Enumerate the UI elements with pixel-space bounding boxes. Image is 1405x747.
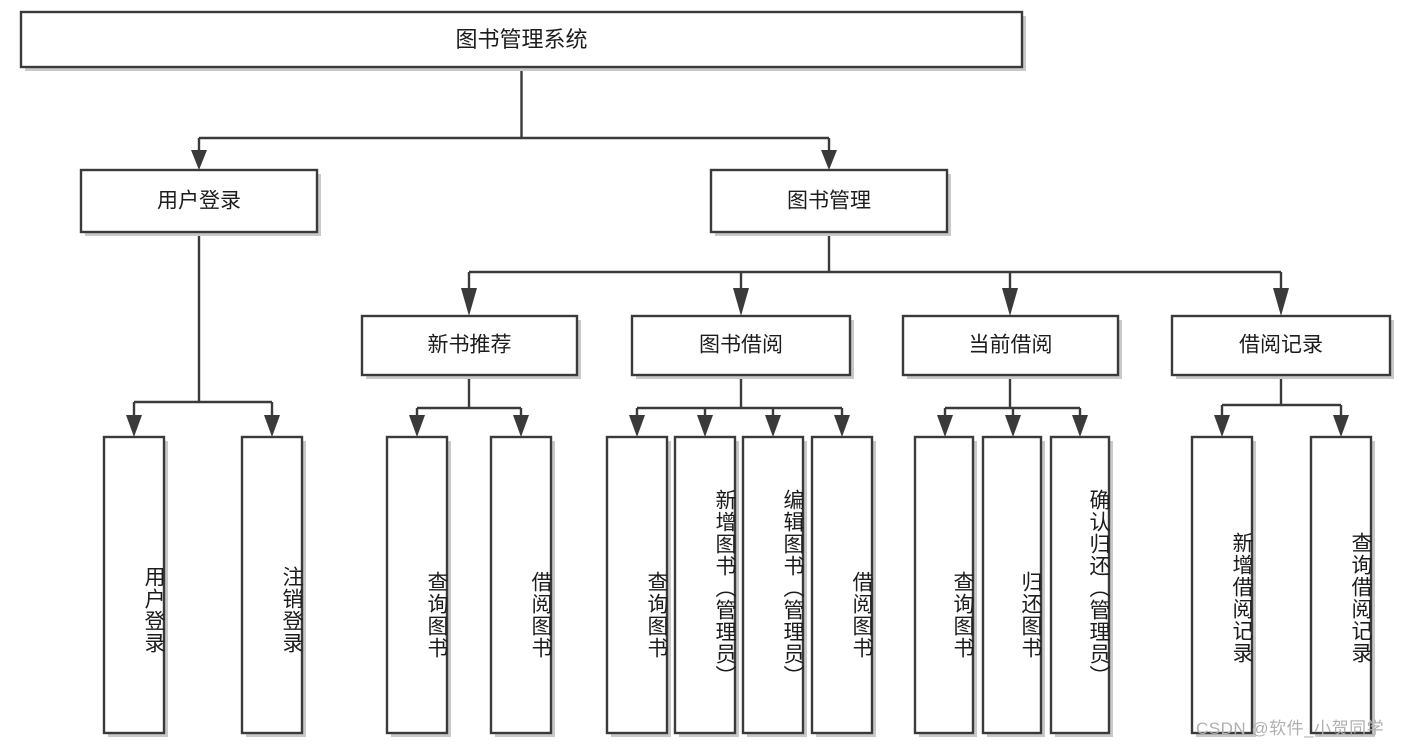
connector-group-book-borrow [629, 375, 850, 437]
connector-group-current-borrow [937, 375, 1088, 437]
node-leaf-bb-borrow[interactable] [810, 435, 876, 737]
node-leaf-cb-query-rect[interactable] [913, 435, 975, 735]
node-leaf-nb-query-rect[interactable] [385, 435, 449, 735]
node-book-manage-label: 图书管理 [787, 190, 871, 213]
node-leaf-cb-query[interactable] [913, 435, 977, 737]
node-leaf-cb-return[interactable] [981, 435, 1045, 737]
arrow-head-book-manage [821, 150, 837, 170]
node-book-borrow-label: 图书借阅 [699, 334, 783, 357]
node-leaf-bb-edit-rect[interactable] [741, 435, 805, 735]
node-leaf-nb-borrow[interactable] [489, 435, 555, 737]
node-user-login-rect[interactable] [79, 168, 319, 234]
node-book-borrow-rect[interactable] [630, 314, 852, 377]
node-leaf-bb-add[interactable] [673, 435, 739, 737]
node-root-rect[interactable] [19, 10, 1024, 69]
node-leaf-bb-add-rect[interactable] [673, 435, 737, 735]
node-book-borrow[interactable]: 图书借阅 [630, 314, 854, 379]
node-root[interactable]: 图书管理系统 [19, 10, 1026, 71]
connector-group-root [191, 67, 837, 170]
node-user-login-label: 用户登录 [157, 190, 241, 213]
node-leaf-br-query[interactable] [1309, 435, 1375, 737]
arrow-head-new-book [461, 288, 477, 316]
node-leaf-br-add[interactable] [1190, 435, 1256, 737]
arrow-head-bb-add [697, 415, 713, 437]
node-leaf-cb-confirm[interactable] [1049, 435, 1113, 737]
node-leaf-bb-edit[interactable] [741, 435, 807, 737]
arrow-head-br-add [1214, 415, 1230, 437]
node-leaf-bb-query[interactable] [605, 435, 671, 737]
connector-group-borrow-record [1214, 375, 1349, 437]
node-leaf-logout[interactable] [240, 435, 306, 737]
node-leaf-user-login[interactable] [102, 435, 168, 737]
connector-group-book-manage [461, 232, 1289, 316]
node-borrow-record-label: 借阅记录 [1239, 334, 1323, 357]
arrow-head-current-borrow [1002, 288, 1018, 316]
arrow-head-leaf-user-login [126, 415, 142, 437]
node-user-login[interactable]: 用户登录 [79, 168, 321, 236]
node-new-book-label: 新书推荐 [428, 334, 512, 357]
node-leaf-br-add-rect[interactable] [1190, 435, 1254, 735]
node-leaf-bb-query-rect[interactable] [605, 435, 669, 735]
node-leaf-cb-return-rect[interactable] [981, 435, 1043, 735]
node-leaf-nb-borrow-rect[interactable] [489, 435, 553, 735]
arrow-head-nb-query [409, 415, 425, 437]
node-leaf-bb-borrow-rect[interactable] [810, 435, 874, 735]
node-book-manage-rect[interactable] [709, 168, 949, 234]
csdn-watermark: CSDN @软件_小贺同学 [1196, 719, 1385, 738]
arrow-head-borrow-record [1273, 288, 1289, 316]
node-leaf-logout-rect[interactable] [240, 435, 304, 735]
node-book-manage[interactable]: 图书管理 [709, 168, 951, 236]
node-leaf-user-login-rect[interactable] [102, 435, 166, 735]
arrow-head-cb-confirm [1072, 415, 1088, 437]
node-leaf-cb-confirm-rect[interactable] [1049, 435, 1111, 735]
node-new-book[interactable]: 新书推荐 [360, 314, 581, 379]
node-current-borrow-label: 当前借阅 [969, 334, 1053, 357]
arrow-head-leaf-logout [264, 415, 280, 437]
node-current-borrow[interactable]: 当前借阅 [901, 314, 1122, 379]
node-borrow-record-rect[interactable] [1170, 314, 1392, 377]
node-root-label: 图书管理系统 [455, 27, 587, 52]
arrow-head-cb-query [937, 415, 953, 437]
arrow-head-bb-borrow [834, 415, 850, 437]
node-new-book-rect[interactable] [360, 314, 579, 377]
arrow-head-bb-edit [765, 415, 781, 437]
node-leaf-nb-query[interactable] [385, 435, 451, 737]
node-leaf-br-query-rect[interactable] [1309, 435, 1373, 735]
arrow-head-book-borrow [733, 288, 749, 316]
arrow-head-cb-return [1005, 415, 1021, 437]
arrow-head-nb-borrow [513, 415, 529, 437]
connector-group-user-login [126, 232, 280, 437]
arrow-head-br-query [1333, 415, 1349, 437]
connector-group-new-book [409, 375, 529, 437]
node-current-borrow-rect[interactable] [901, 314, 1120, 377]
node-borrow-record[interactable]: 借阅记录 [1170, 314, 1394, 379]
arrow-head-user-login [191, 150, 207, 170]
arrow-head-bb-query [629, 415, 645, 437]
